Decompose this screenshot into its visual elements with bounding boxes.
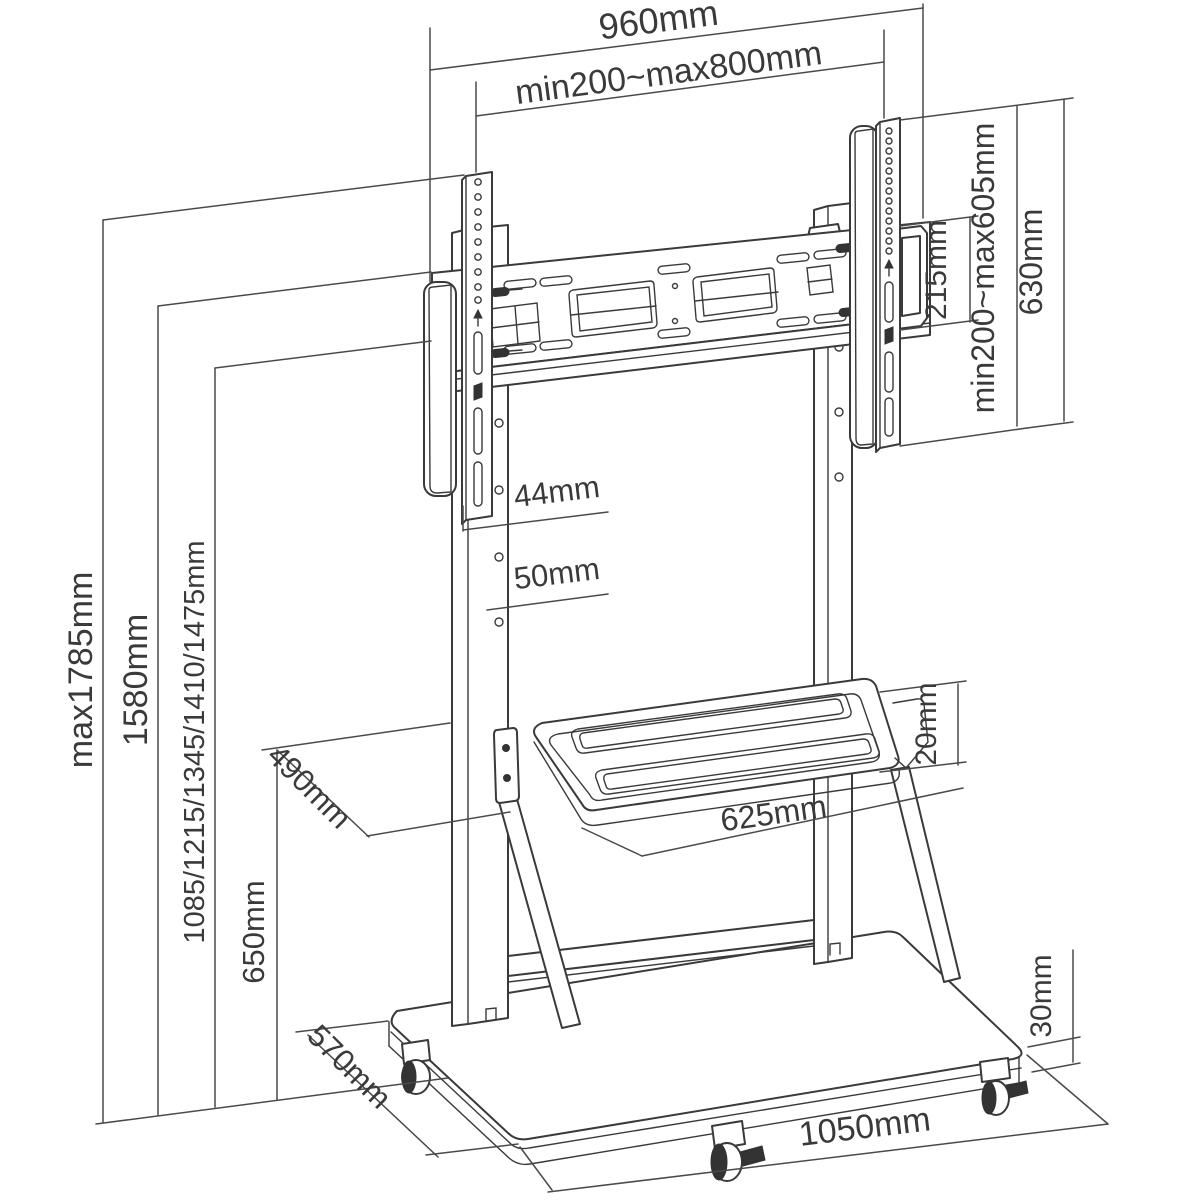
dim-label-base-thickness: 30mm — [1025, 954, 1058, 1037]
dim-shelf-height: 650mm — [236, 749, 278, 1101]
shelf — [493, 677, 929, 827]
right-leg — [890, 766, 961, 983]
ground-baseline — [95, 1077, 449, 1125]
dim-label-bracket-opening: 215mm — [920, 220, 953, 320]
dim-frame-height: 1580mm — [117, 271, 432, 1116]
dim-label-max-height: max1785mm — [62, 572, 100, 769]
right-vesa-rail — [875, 117, 901, 453]
dim-vesa-height: min200~max605mm — [899, 103, 1028, 447]
dim-label-vesa-height: min200~max605mm — [965, 123, 1001, 414]
left-rail-holes — [474, 178, 482, 304]
clip-icon — [473, 382, 483, 401]
dim-label-frame-height: 1580mm — [117, 614, 155, 746]
left-vesa-rail — [461, 171, 493, 525]
dim-bracket-opening: 215mm — [899, 215, 979, 331]
dim-label-bracket-height: 630mm — [1013, 209, 1049, 316]
dim-shelf-thickness: 20mm — [879, 680, 967, 773]
caster-front-left — [401, 1039, 431, 1095]
caster-right — [979, 1057, 1029, 1116]
dim-label-shelf-height: 650mm — [236, 880, 271, 983]
dim-label-shelf-thickness: 20mm — [910, 682, 943, 765]
right-adapter-plate — [849, 125, 879, 449]
dim-base-thickness: 30mm — [1025, 949, 1081, 1073]
base-platform — [388, 930, 1023, 1166]
left-adapter-plate — [423, 281, 457, 497]
clip-icon — [884, 326, 894, 345]
dim-height-positions: 1085/1215/1345/1410/1475mm — [179, 340, 432, 1108]
dim-label-height-positions: 1085/1215/1345/1410/1475mm — [179, 540, 211, 943]
dim-bracket-height: 630mm — [1013, 97, 1074, 429]
right-rail-holes — [885, 127, 893, 255]
dim-max-height: max1785mm — [62, 174, 465, 1123]
caster-front-center — [710, 1120, 766, 1182]
